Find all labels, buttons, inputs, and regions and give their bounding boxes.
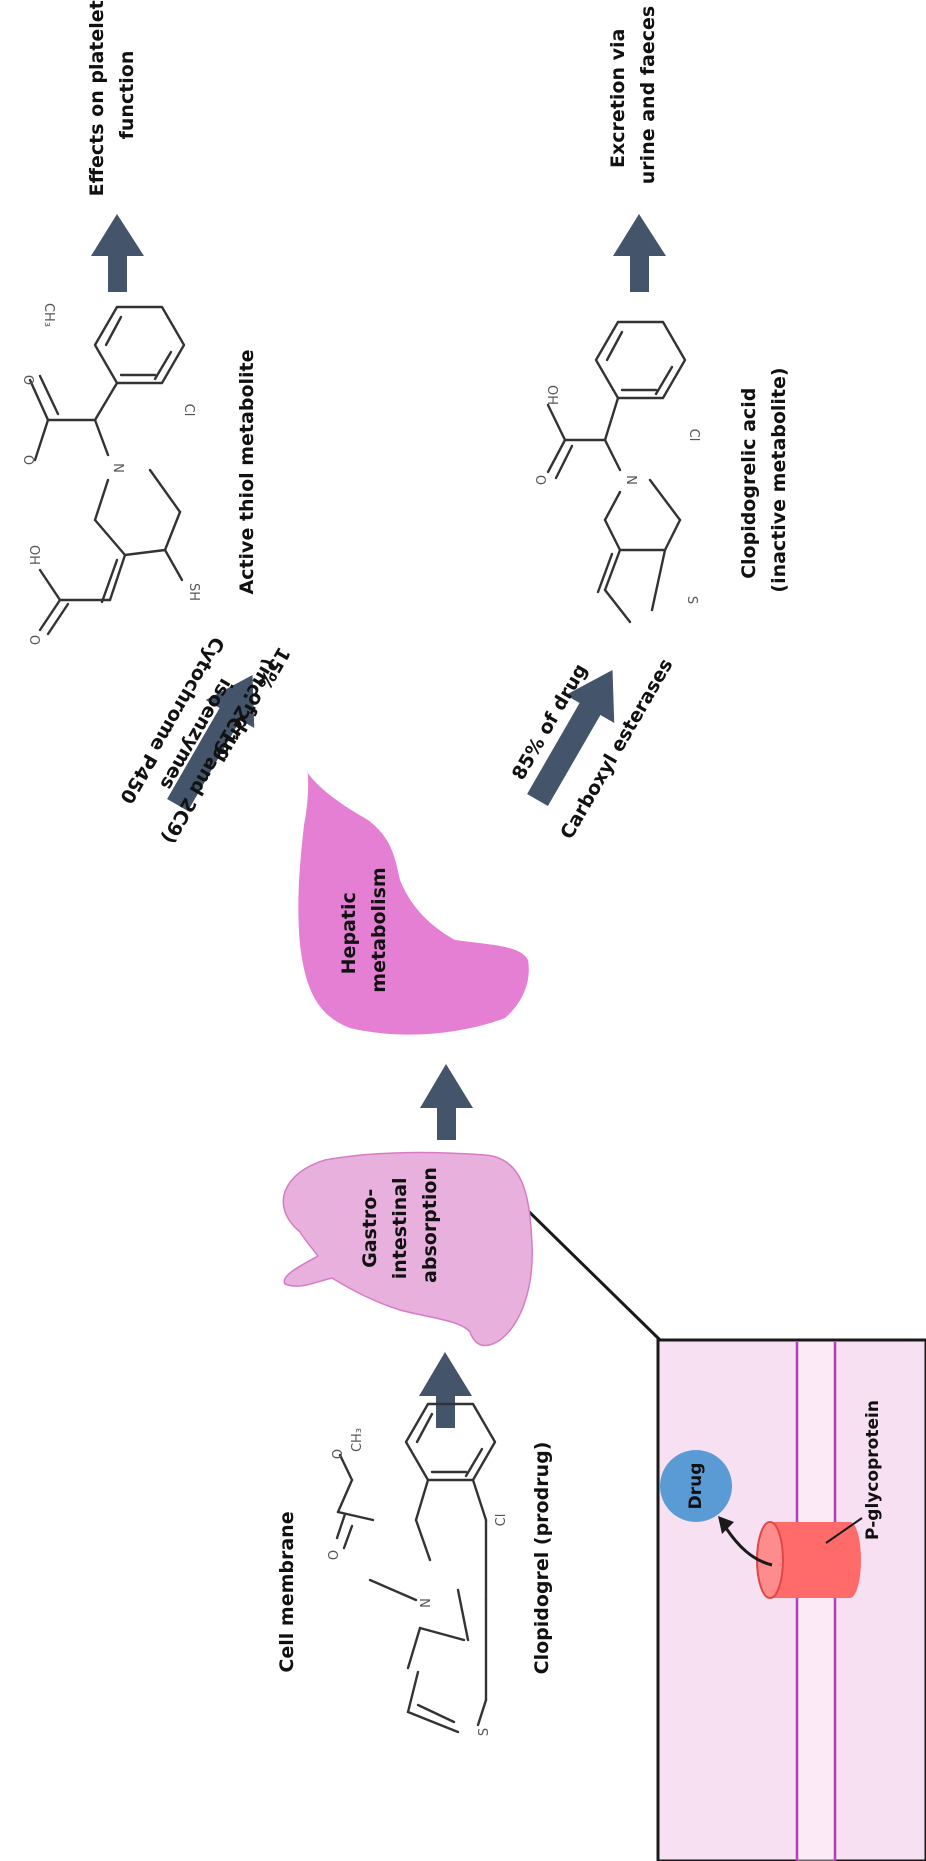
atom-n: N [623,475,638,485]
atom-o: O [331,1449,346,1459]
drug-molecule [660,1450,732,1522]
atom-n: N [419,1598,434,1608]
p-glycoprotein [756,1521,861,1599]
molecule-active-thiol: CH₃ O O N Cl SH OH O [20,303,201,645]
molecule-clopidogrel: N O O CH₃ Cl S [327,1402,509,1736]
atom-s: S [477,1728,492,1736]
atom-o: O [20,375,35,385]
atom-o: O [532,475,547,485]
atom-ch3: CH₃ [350,1428,365,1452]
effects-label: Effects on platelet function [86,0,138,196]
cell-membrane-panel: Drug P-glycoprotein [475,1166,926,1861]
cell-interior [656,1338,926,1861]
drug-label: Drug [686,1463,706,1510]
active-metabolite-label: Active thiol metabolite [236,350,258,595]
atom-cl: Cl [686,429,701,442]
membrane-region [796,1342,834,1861]
atom-n: N [110,463,125,473]
pgp-base [839,1522,861,1598]
hepatic-metabolism-shape [298,771,529,1035]
cyp450-label: Cytochrome P450 isoenzymes (inc. 2C19 an… [108,627,280,848]
pgp-leader-line [825,1517,863,1544]
arrow-inactive-to-excretion [613,214,666,292]
prodrug-label: Clopidogrel (prodrug) [531,1442,553,1675]
atom-o: O [20,455,35,465]
p-glycoprotein-label: P-glycoprotein [863,1400,883,1540]
atom-oh: OH [544,385,559,405]
molecule-clopidogrelic-acid: OH O N Cl S [532,320,701,624]
excretion-label: Excretion via urine and faeces [607,6,659,184]
arrow-active-to-effects [91,214,144,292]
arrow-cyp450-to-active [167,675,255,811]
zoom-connector-line [513,1196,662,1342]
atom-cl: Cl [494,1514,509,1527]
gi-absorption-shape [282,1151,533,1347]
atom-sh: SH [186,583,201,601]
atom-o: O [26,635,41,645]
arrow-esterase-to-inactive [527,670,615,806]
atom-s: S [684,596,699,604]
arrow-prodrug-to-gi [419,1352,472,1428]
atom-o: O [327,1550,342,1560]
hepatic-label: Hepatic metabolism [338,867,390,992]
atom-cl: Cl [181,404,196,417]
atom-oh: OH [26,545,41,565]
pathway-arrows [91,214,666,1428]
inactive-metabolite-label: Clopidogrelic acid (inactive metabolite) [738,367,790,592]
cell-membrane-label: Cell membrane [276,1511,298,1672]
atom-ch3: CH₃ [41,303,56,327]
efflux-arrow [724,1527,773,1567]
efflux-arrowhead [718,1516,734,1534]
arrow-gi-to-liver [420,1064,473,1140]
gi-label: Gastro- intestinal absorption [359,1167,441,1283]
